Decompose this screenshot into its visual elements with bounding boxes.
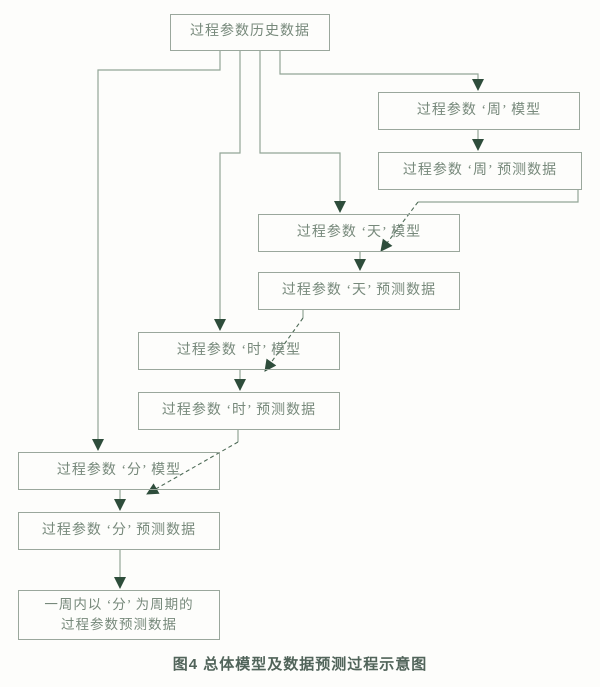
node-label: 过程参数 ‘分’ 模型 <box>56 462 182 478</box>
node-week-model: 过程参数 ‘周’ 模型 <box>378 92 580 130</box>
node-label-multiline: 一周内以 ‘分’ 为周期的 过程参数预测数据 <box>44 595 193 634</box>
node-label: 过程参数 ‘分’ 预测数据 <box>41 522 197 538</box>
arrow-history-to-hour-model <box>214 51 241 331</box>
node-label-line1: 一周内以 ‘分’ 为周期的 <box>44 597 194 613</box>
node-minute-model: 过程参数 ‘分’ 模型 <box>18 452 220 490</box>
dashed-arrow-day-to-hour <box>264 317 304 372</box>
node-history-data: 过程参数历史数据 <box>170 14 330 51</box>
node-label: 过程参数 ‘时’ 模型 <box>176 342 302 358</box>
node-label-line2: 过程参数预测数据 <box>61 617 177 632</box>
figure-caption: 图4 总体模型及数据预测过程示意图 <box>172 656 428 673</box>
node-minute-prediction-data: 过程参数 ‘分’ 预测数据 <box>18 512 220 550</box>
dashed-arrow-week-to-day <box>380 201 419 252</box>
dashed-arrow-hour-to-minute <box>146 441 239 495</box>
node-label: 过程参数历史数据 <box>190 24 310 40</box>
node-label: 过程参数 ‘周’ 预测数据 <box>402 162 558 178</box>
node-day-prediction-data: 过程参数 ‘天’ 预测数据 <box>258 272 460 310</box>
node-day-model: 过程参数 ‘天’ 模型 <box>258 214 460 252</box>
node-hour-prediction-data: 过程参数 ‘时’ 预测数据 <box>138 392 340 430</box>
node-label: 过程参数 ‘周’ 模型 <box>416 102 542 118</box>
node-week-prediction-data: 过程参数 ‘周’ 预测数据 <box>378 152 582 190</box>
arrow-history-to-day-model <box>259 51 346 213</box>
node-label: 过程参数 ‘天’ 预测数据 <box>281 282 437 298</box>
arrow-history-to-week-model <box>279 51 484 91</box>
arrow-history-to-minute-model <box>92 51 221 451</box>
node-label: 过程参数 ‘时’ 预测数据 <box>161 402 317 418</box>
stub-week-data-feedback <box>418 190 579 203</box>
node-final-weekly-minute-data: 一周内以 ‘分’ 为周期的 过程参数预测数据 <box>18 590 220 640</box>
node-label: 过程参数 ‘天’ 模型 <box>296 224 422 240</box>
node-hour-model: 过程参数 ‘时’ 模型 <box>138 332 340 370</box>
